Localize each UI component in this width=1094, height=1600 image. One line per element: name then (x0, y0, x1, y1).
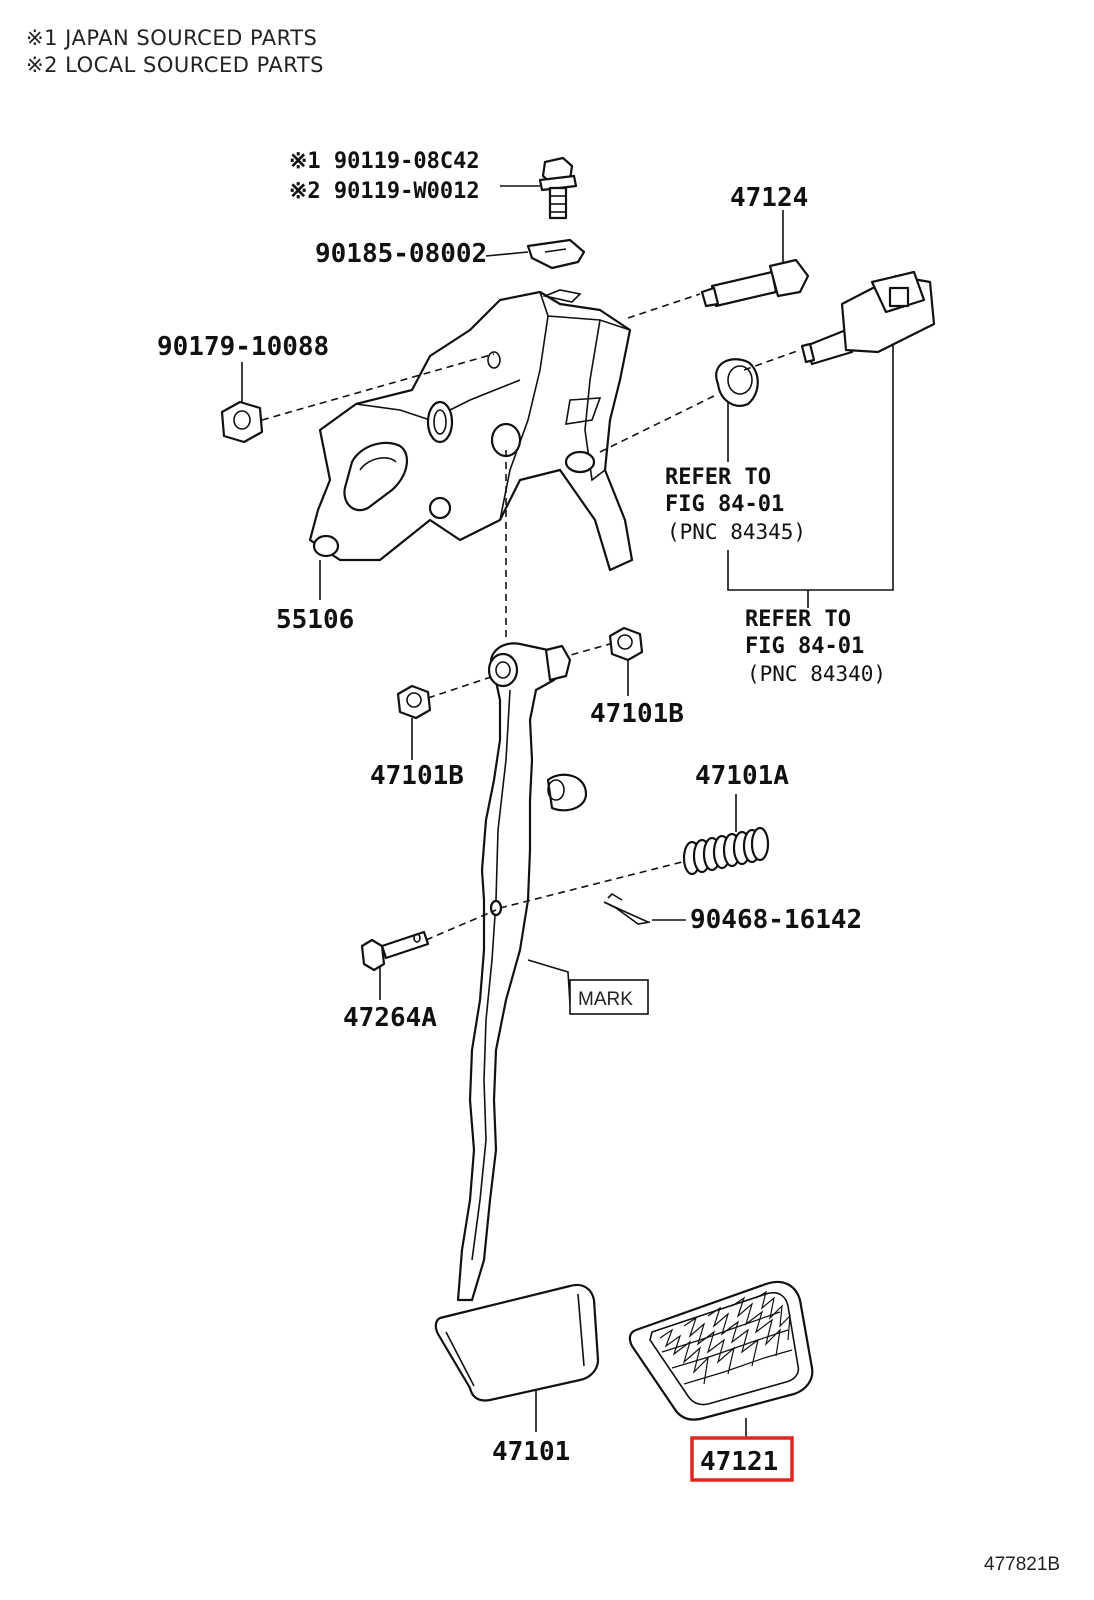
label-pedal-arm: 47101 (492, 1437, 570, 1467)
label-bushing-right: 47101B (590, 699, 684, 729)
bushing-left-part[interactable] (396, 684, 432, 720)
refer-84345-line1: REFER TO (665, 465, 771, 490)
label-bolt-local: ※2 90119-W0012 (289, 179, 480, 204)
label-clip-pin: 90468-16142 (690, 905, 862, 935)
label-mark: MARK (578, 989, 633, 1010)
note-local-sourced: ※2 LOCAL SOURCED PARTS (26, 53, 324, 77)
highlight-box (690, 1436, 794, 1482)
switch-part[interactable] (800, 270, 936, 366)
refer-84340-line2: FIG 84-01 (745, 634, 864, 659)
note-japan-sourced: ※1 JAPAN SOURCED PARTS (26, 26, 317, 50)
refer-84345-line2: FIG 84-01 (665, 492, 784, 517)
label-spring: 47101A (695, 761, 789, 791)
pedal-pad-part[interactable] (628, 1280, 814, 1421)
pedal-plate-part[interactable] (434, 1283, 600, 1402)
label-pin: 47264A (343, 1003, 437, 1033)
label-nut: 90179-10088 (157, 332, 329, 362)
bolt-part[interactable] (538, 156, 578, 220)
spring-part[interactable] (682, 826, 770, 876)
figure-id: 477821B (984, 1554, 1060, 1575)
nut-part[interactable] (220, 400, 264, 444)
refer-84340-line3: (PNC 84340) (747, 662, 886, 686)
bushing-right-part[interactable] (608, 626, 644, 662)
label-bracket: 55106 (276, 605, 354, 635)
clip-pin-part[interactable] (603, 892, 651, 925)
bushing-part[interactable] (715, 358, 759, 407)
pin-part[interactable] (360, 930, 430, 972)
refer-84340-line1: REFER TO (745, 607, 851, 632)
label-pin-bolt: 47124 (730, 183, 808, 213)
clip-nut-part[interactable] (526, 238, 586, 270)
label-pedal-pad: 47121 (700, 1447, 778, 1477)
bracket-part[interactable] (308, 289, 634, 572)
refer-84345-line3: (PNC 84345) (667, 520, 806, 544)
label-bushing-left: 47101B (370, 761, 464, 791)
pin-bolt-part[interactable] (700, 258, 810, 308)
label-bolt-japan: ※1 90119-08C42 (289, 149, 480, 174)
label-clip-nut: 90185-08002 (315, 239, 487, 269)
mark-box (569, 979, 649, 1015)
